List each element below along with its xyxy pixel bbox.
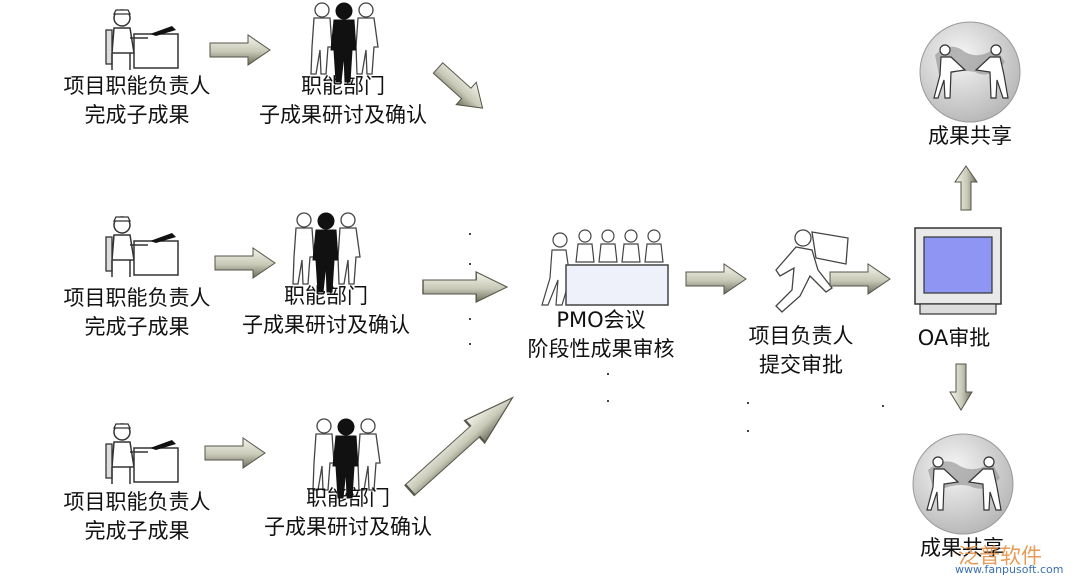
worker-label-1: 项目职能负责人 完成子成果 (52, 72, 222, 130)
dept-label-2: 职能部门 子成果研讨及确认 (231, 282, 421, 340)
submitter-label-line1: 项目负责人 (748, 324, 854, 348)
watermark-url: www.fanpusoft.com (955, 563, 1064, 576)
arrow-row2-b (422, 271, 508, 303)
watermark-brand: 泛普软件 (958, 544, 1042, 568)
dotted-marks (469, 233, 884, 432)
pmo-label-line1: PMO会议 (556, 308, 646, 332)
worker-label-2-line2: 完成子成果 (84, 315, 190, 339)
worker-label-1-line2: 完成子成果 (84, 103, 190, 127)
dept-label-3-line1: 职能部门 (306, 486, 390, 510)
pmo-label: PMO会议 阶段性成果审核 (516, 306, 686, 364)
computer-icon (914, 227, 1002, 315)
worker-figure-3 (105, 423, 179, 485)
arrow-row3-a (204, 437, 266, 469)
pmo-label-line2: 阶段性成果审核 (527, 337, 675, 361)
dept-label-1: 职能部门 子成果研讨及确认 (248, 72, 438, 130)
globe-icon-top (919, 21, 1021, 123)
worker-label-3-line2: 完成子成果 (84, 519, 190, 543)
pmo-meeting-figure (541, 229, 669, 306)
submitter-label: 项目负责人 提交审批 (736, 322, 866, 380)
dept-label-2-line1: 职能部门 (284, 284, 368, 308)
worker-figure-2 (105, 216, 179, 278)
globe-icon-bottom (912, 433, 1014, 535)
dept-figure-2 (292, 212, 361, 293)
arrow-to-oa (829, 263, 891, 295)
worker-label-2-line1: 项目职能负责人 (63, 286, 211, 310)
dept-label-3-line2: 子成果研讨及确认 (264, 515, 432, 539)
arrow-up-share (954, 165, 978, 211)
worker-label-2: 项目职能负责人 完成子成果 (52, 284, 222, 342)
submitter-figure (775, 229, 849, 313)
submitter-label-line2: 提交审批 (759, 353, 843, 377)
arrow-row2-a (214, 247, 276, 279)
worker-label-3-line1: 项目职能负责人 (63, 490, 211, 514)
dept-figure-1 (310, 2, 379, 83)
dept-label-1-line1: 职能部门 (301, 74, 385, 98)
arrow-row1-a (209, 34, 271, 66)
worker-label-3: 项目职能负责人 完成子成果 (52, 488, 222, 546)
arrow-pmo-out (685, 263, 747, 295)
worker-figure-1 (105, 9, 179, 71)
worker-label-1-line1: 项目职能负责人 (63, 74, 211, 98)
dept-label-2-line2: 子成果研讨及确认 (242, 313, 410, 337)
dept-label-3: 职能部门 子成果研讨及确认 (253, 484, 443, 542)
share-label-bottom: 成果共享 (920, 536, 1004, 560)
dept-label-1-line2: 子成果研讨及确认 (259, 103, 427, 127)
share-label-top: 成果共享 (928, 124, 1012, 148)
oa-label: OA审批 (917, 326, 991, 350)
arrow-down-share (949, 363, 973, 411)
